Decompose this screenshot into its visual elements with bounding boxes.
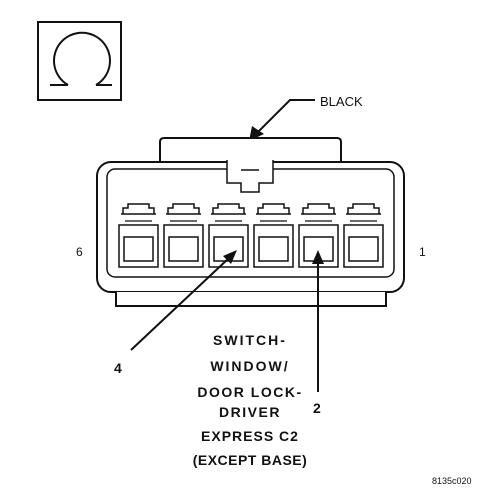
connector-color-label: BLACK (320, 94, 363, 109)
component-name-line: WINDOW/ (210, 358, 289, 374)
end-label-left: 6 (76, 245, 83, 259)
component-name: SWITCH- WINDOW/ DOOR LOCK- DRIVER EXPRES… (193, 332, 308, 468)
component-name-line: EXPRESS C2 (201, 428, 299, 444)
cavity (298, 203, 339, 268)
component-name-line: (EXCEPT BASE) (193, 452, 308, 468)
component-name-line: DRIVER (219, 404, 281, 420)
cavity (343, 203, 384, 268)
figure-id: 8135c020 (432, 476, 472, 486)
cavity (163, 203, 204, 268)
component-name-line: SWITCH- (213, 332, 287, 348)
cavity (253, 203, 294, 268)
color-leader-arrow (249, 99, 315, 141)
connector-view-icon (37, 21, 122, 101)
cavity-row (118, 203, 384, 268)
cavity (118, 203, 159, 268)
callout-leader-4 (130, 250, 237, 351)
connector-body (96, 137, 405, 307)
callout-leader-2 (312, 250, 324, 392)
callout-pin-4: 4 (114, 360, 122, 376)
component-name-line: DOOR LOCK- (197, 384, 302, 400)
end-label-right: 1 (419, 245, 426, 259)
callout-pin-2: 2 (313, 400, 321, 416)
